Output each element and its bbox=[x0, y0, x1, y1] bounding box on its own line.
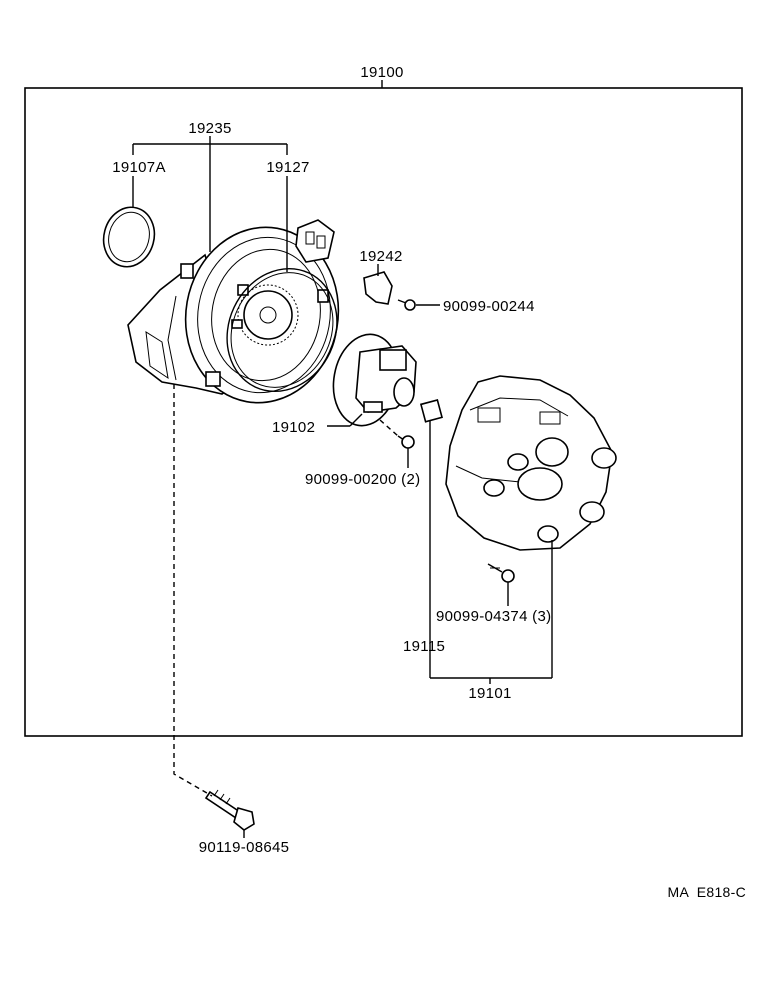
label-assembly: 19100 bbox=[360, 64, 403, 81]
cap-screw-icon bbox=[487, 563, 515, 583]
gasket-ring-icon bbox=[226, 267, 338, 393]
label-o-ring: 19107A bbox=[112, 159, 166, 176]
label-sensor-screw: 90099-00244 bbox=[443, 298, 535, 315]
figure-code: MA E818-C bbox=[668, 884, 746, 900]
label-rotor: 19102 bbox=[272, 419, 315, 436]
rotor-screw-icon bbox=[379, 419, 415, 449]
label-hold-bolt: 90119-08645 bbox=[199, 839, 290, 856]
rotor-icon bbox=[332, 333, 417, 427]
sensor-screw-icon bbox=[397, 299, 416, 311]
label-sensor-clip: 19242 bbox=[359, 248, 402, 265]
label-housing-group: 19235 bbox=[188, 120, 231, 137]
label-rotor-screw: 90099-00200 (2) bbox=[305, 471, 420, 488]
o-ring-icon bbox=[102, 206, 156, 268]
hold-bolt-dashed-leader bbox=[173, 384, 213, 797]
label-gasket-ring: 19127 bbox=[266, 159, 309, 176]
hold-bolt-icon bbox=[204, 789, 255, 831]
label-cap-group: 19101 bbox=[468, 685, 511, 702]
carbon-terminal-icon bbox=[419, 398, 444, 423]
assembly-frame bbox=[24, 87, 743, 737]
distributor-cap-icon bbox=[445, 375, 617, 551]
label-carbon-terminal: 19115 bbox=[403, 638, 445, 655]
sensor-clip-icon bbox=[363, 271, 393, 305]
distributor-housing-icon bbox=[127, 219, 340, 404]
label-cap-screw: 90099-04374 (3) bbox=[436, 608, 551, 625]
